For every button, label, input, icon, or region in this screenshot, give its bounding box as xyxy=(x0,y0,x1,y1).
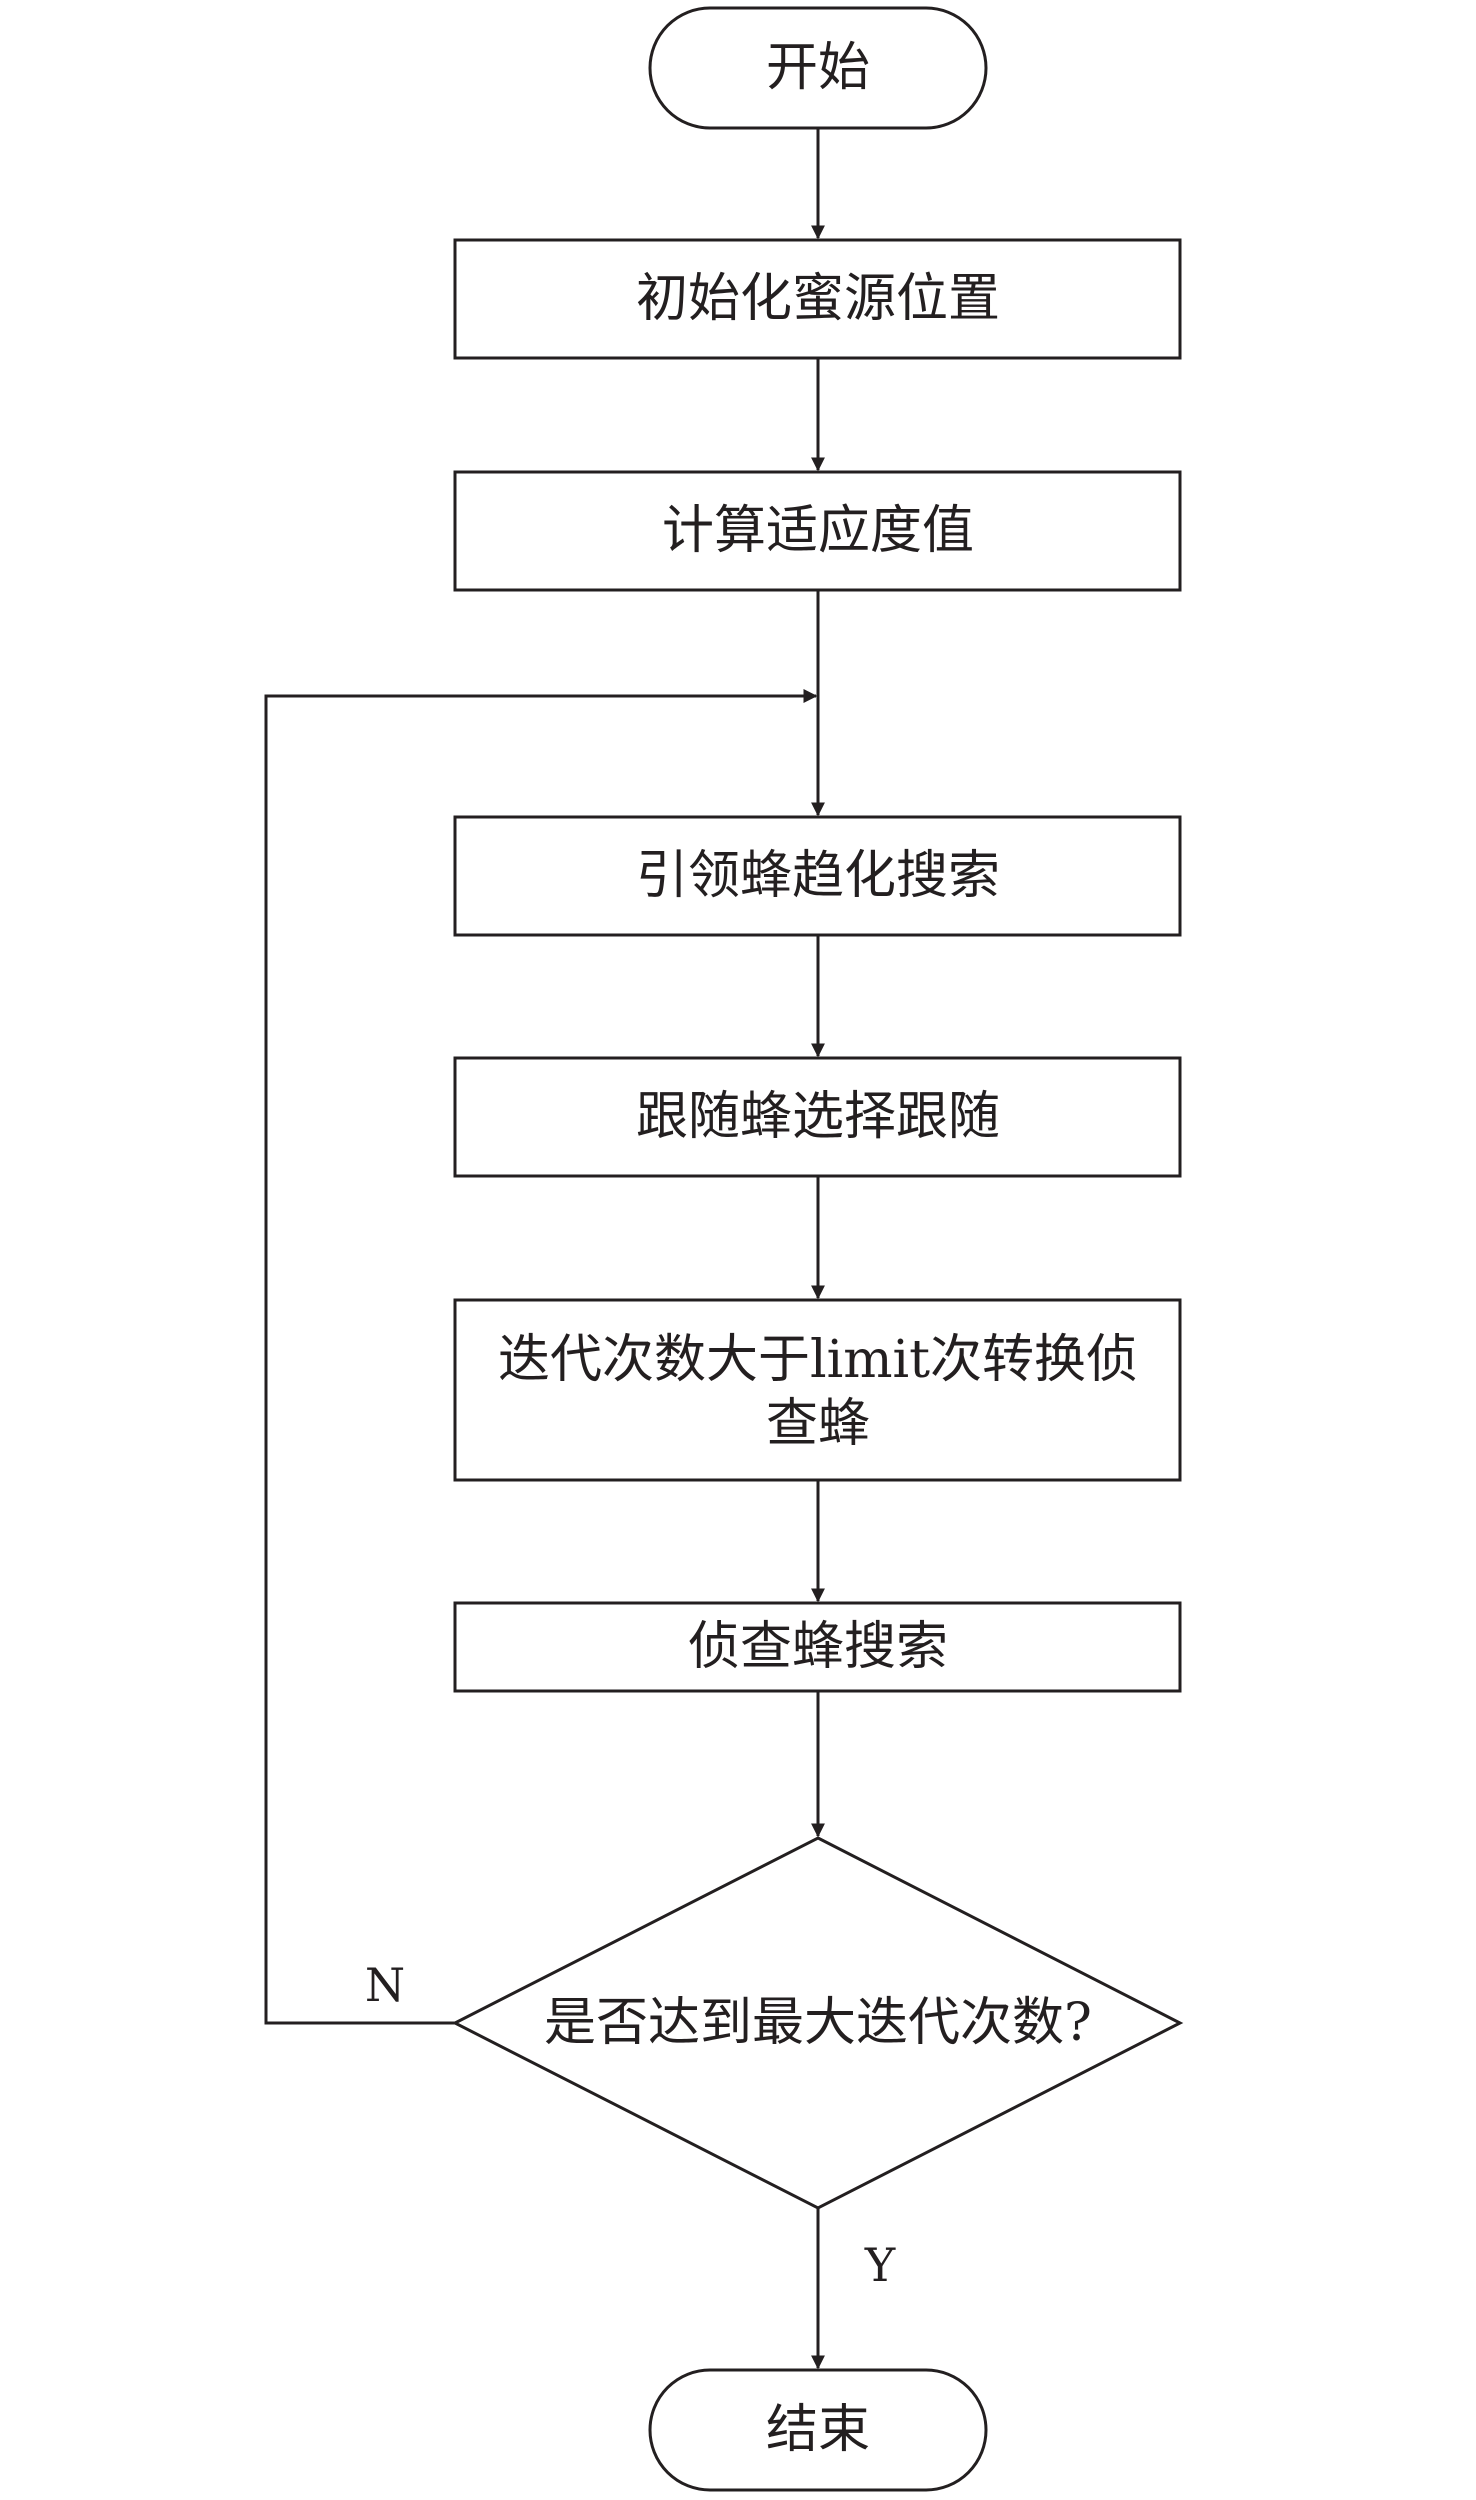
start-label: 开始 xyxy=(766,38,870,98)
step-label-limit-switch-line1: 迭代次数大于limit次转换侦 xyxy=(498,1330,1138,1390)
step-label-limit-switch-line2: 查蜂 xyxy=(766,1394,870,1454)
loop-back-no-branch xyxy=(264,689,818,2025)
step-label-fitness: 计算适应度值 xyxy=(662,501,974,561)
step-label-employed-bee: 引领蜂趋化搜索 xyxy=(636,846,1000,906)
step-label-onlooker-bee: 跟随蜂选择跟随 xyxy=(636,1087,1000,1147)
end-label: 结束 xyxy=(766,2400,870,2460)
branch-yes-label: Y xyxy=(864,2238,896,2292)
end-terminal xyxy=(648,2368,988,2492)
decision-label: 是否达到最大迭代次数? xyxy=(544,1993,1092,2053)
branch-no-label: N xyxy=(365,1958,405,2012)
step-label-init-nectar: 初始化蜜源位置 xyxy=(636,269,1000,329)
step-label-scout-bee: 侦查蜂搜索 xyxy=(688,1617,948,1677)
